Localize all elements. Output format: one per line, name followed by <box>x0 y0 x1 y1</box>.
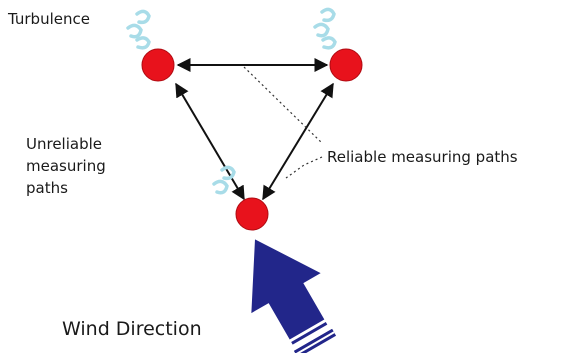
wind-arrow-icon <box>251 239 337 353</box>
sensor-node-top-right <box>329 48 363 82</box>
callout-reliable-right <box>285 156 323 179</box>
unreliable-paths-label: Unreliable measuring paths <box>26 133 146 199</box>
turbulence-icon-bottom <box>212 165 236 195</box>
sensor-node-bottom <box>235 197 269 231</box>
reliable-paths-label: Reliable measuring paths <box>327 148 518 166</box>
turbulence-icon-left <box>126 9 151 50</box>
unreliable-line-1: Unreliable <box>26 135 102 153</box>
turbulence-label: Turbulence <box>8 10 90 28</box>
turbulence-icon-right <box>313 7 337 50</box>
path-right <box>262 82 334 201</box>
sensor-node-top-left <box>141 48 175 82</box>
wind-direction-label: Wind Direction <box>62 318 202 340</box>
unreliable-line-2: measuring <box>26 157 106 175</box>
unreliable-line-3: paths <box>26 179 68 197</box>
callout-reliable-top <box>243 66 323 144</box>
path-left <box>175 82 245 201</box>
